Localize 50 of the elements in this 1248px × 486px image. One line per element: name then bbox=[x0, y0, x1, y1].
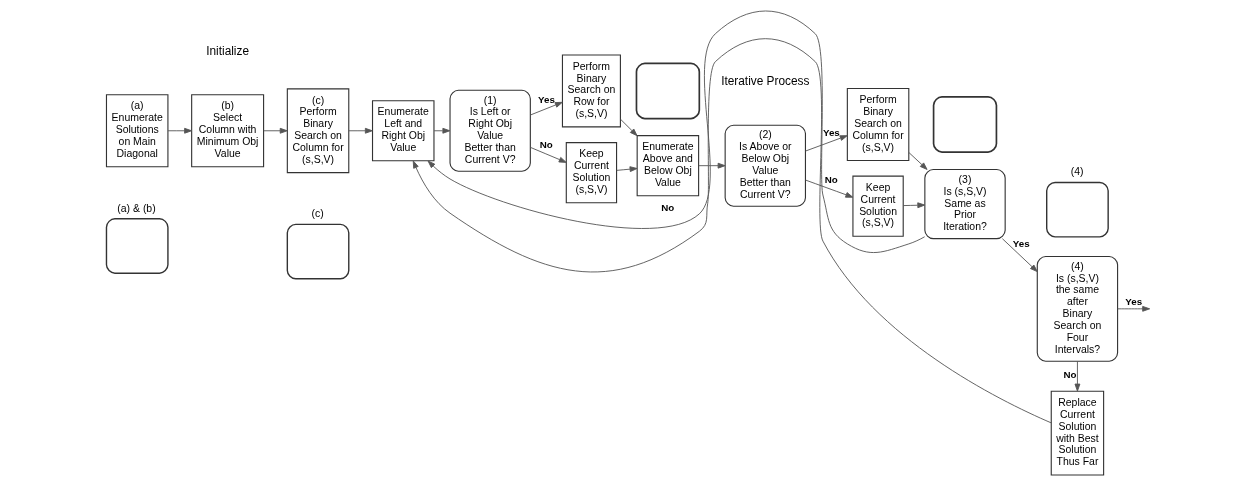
node-box: (1) Is Left or Right Obj Value Better than Current V? bbox=[448, 89, 531, 172]
arrow bbox=[348, 127, 373, 134]
node-box: Enumerate Above and Below Obj Value bbox=[636, 135, 699, 197]
arrow bbox=[615, 166, 637, 173]
edge-label: No bbox=[1062, 369, 1076, 381]
edge-label: No bbox=[539, 139, 553, 151]
node-box bbox=[1045, 181, 1109, 238]
node-label: (a) & (b) bbox=[116, 202, 156, 214]
node-box: (4) Is (s,S,V) the same after Binary Search on Four Intervals? bbox=[1036, 255, 1118, 362]
edge-label: No bbox=[660, 201, 674, 213]
edge-label: Yes bbox=[1124, 296, 1142, 308]
node-box: (3) Is (s,S,V) Same as Prior Iteration? bbox=[923, 168, 1006, 240]
node-box: (c) Perform Binary Search on Column for (s,S,V) bbox=[286, 88, 349, 174]
node-box bbox=[286, 223, 349, 280]
edge-label: Yes bbox=[537, 93, 555, 105]
label: Iterative Process bbox=[720, 73, 809, 88]
node-label: (4) bbox=[1070, 166, 1084, 178]
edge-label: Yes bbox=[822, 126, 840, 138]
node-box: (a) Enumerate Solutions on Main Diagonal bbox=[105, 94, 168, 168]
arrow bbox=[262, 127, 288, 134]
edge-label: Yes bbox=[1012, 237, 1030, 249]
arrow bbox=[907, 152, 928, 170]
node-box: Enumerate Left and Right Obj Value bbox=[371, 100, 435, 162]
arrow bbox=[902, 202, 925, 209]
node-box bbox=[932, 96, 997, 153]
node-box bbox=[635, 62, 700, 120]
edge-label: No bbox=[824, 174, 838, 186]
node-label: (c) bbox=[310, 208, 324, 220]
node-box bbox=[105, 218, 169, 274]
node-box: Keep Current Solution (s,S,V) bbox=[565, 142, 617, 204]
arrow bbox=[804, 135, 848, 152]
node-box: (b) Select Column with Minimum Obj Value bbox=[190, 94, 264, 168]
node-box: (2) Is Above or Below Obj Value Better than Current V? bbox=[724, 124, 806, 207]
label: Initialize bbox=[205, 43, 249, 58]
arrow bbox=[1001, 238, 1038, 273]
arrow bbox=[697, 162, 726, 169]
node-box: Perform Binary Search on Row for (s,S,V) bbox=[561, 54, 621, 128]
arrow bbox=[167, 127, 192, 134]
node-box: Replace Current Solution with Best Solution Thus Far bbox=[1050, 390, 1104, 476]
arrow bbox=[433, 127, 450, 134]
arrow bbox=[1116, 305, 1150, 312]
arrow bbox=[427, 10, 925, 253]
arrow bbox=[529, 101, 563, 116]
node-box: Perform Binary Search on Column for (s,S,V) bbox=[846, 87, 909, 161]
node-box: Keep Current Solution (s,S,V) bbox=[851, 175, 904, 237]
arrow bbox=[412, 38, 1052, 424]
arrow bbox=[804, 179, 853, 198]
arrow bbox=[529, 146, 567, 163]
arrow bbox=[619, 118, 637, 137]
arrow bbox=[1074, 360, 1080, 392]
